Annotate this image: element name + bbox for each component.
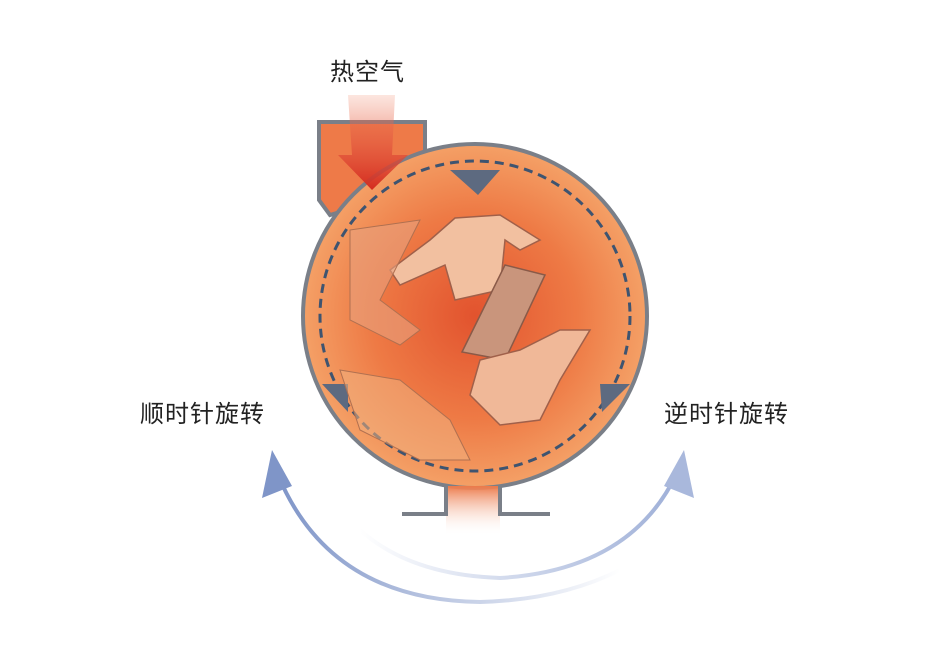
counterclockwise-label: 逆时针旋转 <box>664 400 789 428</box>
hot-air-arrow-icon <box>338 95 408 190</box>
drum <box>301 142 649 490</box>
garment-icon <box>469 329 592 426</box>
baffle-right <box>600 384 630 412</box>
hot-air-label: 热空气 <box>330 58 405 86</box>
baffle-top <box>450 170 500 195</box>
clockwise-label: 顺时针旋转 <box>140 400 265 428</box>
cloth-bottom-icon <box>339 369 471 461</box>
air-outlet <box>402 486 550 536</box>
baffle-left <box>322 384 348 412</box>
clockwise-arrow-icon <box>262 450 621 605</box>
cloth-left-icon <box>349 219 421 346</box>
counterclockwise-arrow-icon <box>358 450 694 581</box>
